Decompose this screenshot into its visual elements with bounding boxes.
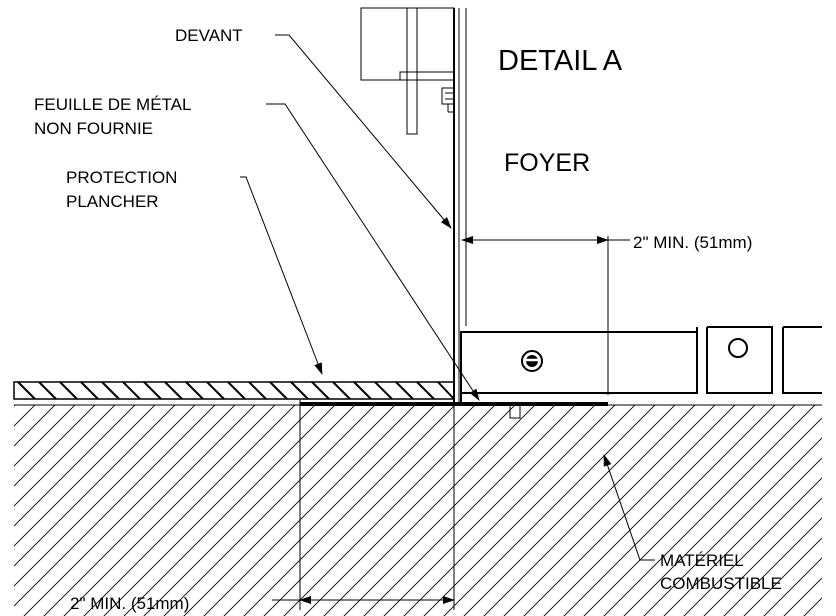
floor-protection-strip [13, 381, 455, 400]
floor-protection-label-line2: PLANCHER [66, 192, 159, 211]
floor-protection-label-line1: PROTECTION [66, 168, 177, 187]
top-clearance-label: 2" MIN. (51mm) [633, 233, 752, 252]
bottom-clearance-label: 2" MIN. (51mm) [70, 594, 189, 613]
fireplace-front [360, 7, 467, 404]
devant-label: DEVANT [175, 26, 243, 45]
combustible-label-line2: COMBUSTIBLE [660, 574, 782, 593]
sheet-metal-label-line1: FEUILLE DE MÉTAL [34, 95, 191, 114]
combustible-floor [14, 404, 822, 616]
combustible-label-line1: MATÉRIEL [660, 551, 744, 570]
foyer-label: FOYER [504, 149, 590, 177]
firebox-base [460, 326, 822, 419]
leaders [240, 34, 655, 561]
bottom-clearance-dimension [272, 400, 455, 610]
detail-title: DETAIL A [498, 45, 623, 77]
top-clearance-dimension [461, 236, 630, 395]
sheet-metal-label-line2: NON FOURNIE [34, 119, 153, 138]
